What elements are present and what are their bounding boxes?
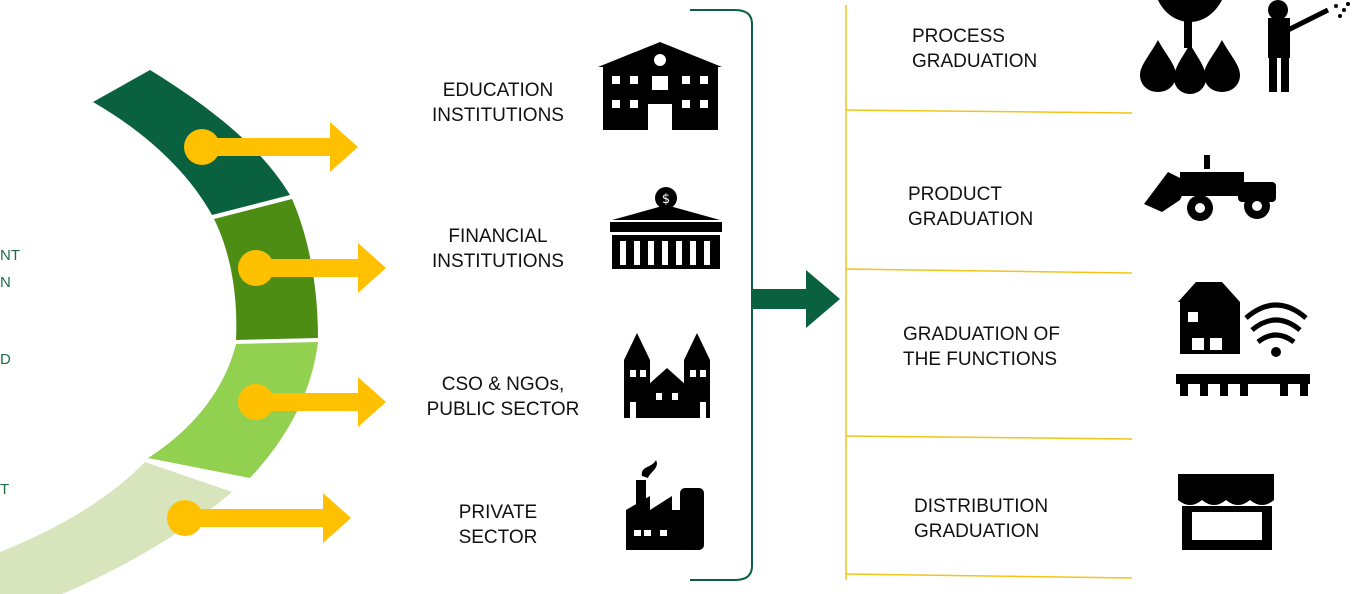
- graduation-dividers: [845, 5, 1133, 580]
- graduation-line: PRODUCT: [908, 184, 1002, 205]
- stakeholder-label-cso: CSO & NGOs, PUBLIC SECTOR: [408, 372, 598, 422]
- stakeholder-line: INSTITUTIONS: [432, 105, 564, 126]
- graduation-label-product: PRODUCT GRADUATION: [908, 182, 1033, 232]
- graduation-line: PROCESS: [912, 26, 1005, 47]
- stakeholder-label-financial: FINANCIAL INSTITUTIONS: [408, 224, 588, 274]
- graduation-label-functions: GRADUATION OF THE FUNCTIONS: [903, 322, 1060, 372]
- stakeholder-label-education: EDUCATION INSTITUTIONS: [408, 78, 588, 128]
- market-stall-icon: [1178, 474, 1274, 550]
- svg-text:$: $: [662, 192, 670, 207]
- green-arrow: [752, 270, 840, 328]
- stakeholder-line: EDUCATION: [442, 80, 554, 101]
- stakeholder-label-private: PRIVATE SECTOR: [428, 500, 568, 550]
- graduation-line: DISTRIBUTION: [914, 496, 1049, 517]
- arrow-3: [238, 377, 386, 427]
- warehouse-wifi-icon: [1176, 282, 1310, 396]
- graduation-label-process: PROCESS GRADUATION: [912, 24, 1037, 74]
- factory-icon: [626, 460, 704, 550]
- bank-icon: $: [610, 187, 722, 269]
- public-buildings-icon: [624, 333, 710, 418]
- yellow-arrows: [167, 122, 386, 543]
- graduation-line: GRADUATION: [908, 209, 1034, 230]
- tractor-icon: [1144, 155, 1276, 221]
- stakeholder-line: PUBLIC SECTOR: [426, 399, 580, 420]
- graduation-line: GRADUATION: [914, 521, 1040, 542]
- arrow-2: [238, 243, 386, 293]
- graduation-line: THE FUNCTIONS: [903, 349, 1058, 370]
- arrow-1: [184, 122, 358, 172]
- school-building-icon: [598, 42, 722, 130]
- graduation-line: GRADUATION: [912, 51, 1038, 72]
- plant-drops-farmer-icon: [1140, 0, 1350, 94]
- stakeholder-line: FINANCIAL: [448, 226, 548, 247]
- stakeholder-line: PRIVATE: [458, 502, 538, 523]
- stakeholder-line: INSTITUTIONS: [432, 251, 564, 272]
- stakeholder-line: SECTOR: [458, 527, 538, 548]
- left-fragment-3: D: [0, 351, 11, 368]
- left-fragment-1: NT: [0, 247, 20, 264]
- left-fragment-2: N: [0, 274, 11, 291]
- stakeholder-line: CSO & NGOs,: [441, 374, 565, 395]
- arc-segment-4: [0, 462, 232, 594]
- arc-segment-3: [148, 342, 318, 478]
- graduation-label-distribution: DISTRIBUTION GRADUATION: [914, 494, 1048, 544]
- arrow-4: [167, 493, 351, 543]
- graduation-line: GRADUATION OF: [903, 324, 1060, 345]
- left-fragment-4: T: [0, 481, 10, 498]
